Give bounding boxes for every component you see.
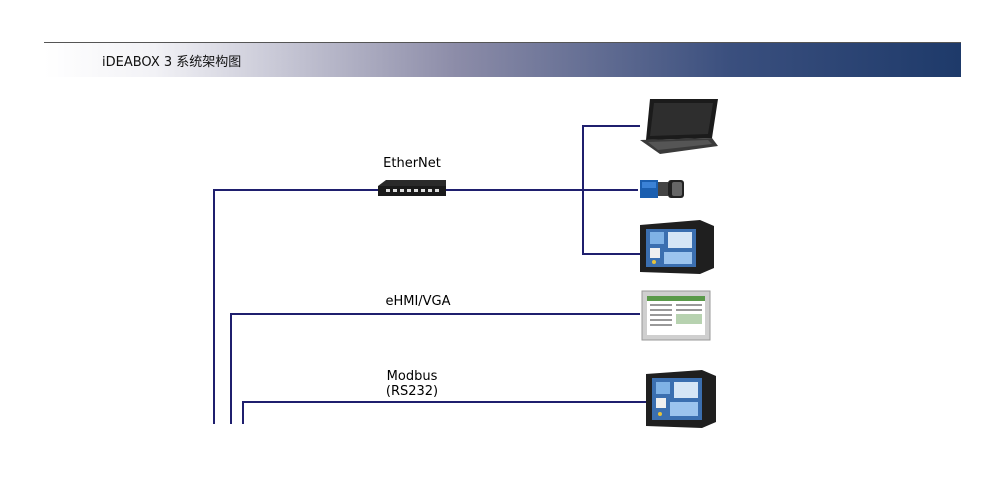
modbus-label: Modbus (386, 369, 438, 384)
hmi-panel-icon (646, 370, 716, 428)
ethernet-line (213, 189, 378, 424)
page-title: iDEABOX 3 系统架构图 (102, 55, 242, 70)
modbus-line (242, 401, 646, 424)
industrial-camera-icon (640, 180, 684, 198)
connection-lines (213, 125, 646, 424)
laptop-icon (640, 99, 718, 154)
ehmi-vga-label: eHMI/VGA (385, 294, 451, 309)
touch-monitor-icon (641, 290, 711, 341)
hmi-panel-icon (640, 220, 714, 274)
ehmi-line (230, 313, 640, 424)
header-bar (44, 42, 961, 77)
modbus-sublabel: (RS232) (385, 384, 439, 399)
ethernet-switch-icon (378, 180, 446, 196)
ethernet-label: EtherNet (383, 156, 441, 171)
